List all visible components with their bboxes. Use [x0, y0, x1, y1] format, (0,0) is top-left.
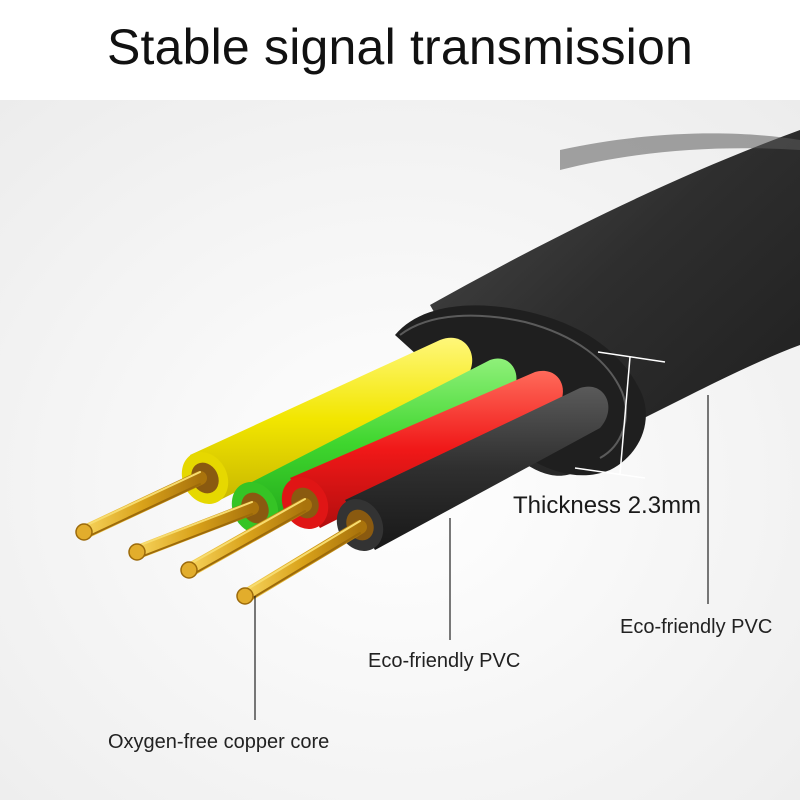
thickness-label: Thickness 2.3mm [513, 492, 702, 519]
copper-strands [75, 471, 367, 605]
page-title: Stable signal transmission [106, 19, 694, 75]
outer-jacket-label: Eco-friendly PVC [620, 616, 773, 638]
copper-core-2 [128, 501, 259, 561]
flat-cable-graphic [0, 100, 800, 800]
copper-core-3 [180, 498, 312, 579]
copper-core-1 [75, 471, 207, 541]
thickness-dimension [574, 351, 666, 479]
copper-core-label: Oxygen-free copper core [108, 731, 330, 753]
inner-insulation-label: Eco-friendly PVC [368, 650, 521, 672]
copper-core-4 [236, 520, 367, 605]
callout-lines [254, 395, 709, 720]
cable-illustration [0, 100, 800, 800]
